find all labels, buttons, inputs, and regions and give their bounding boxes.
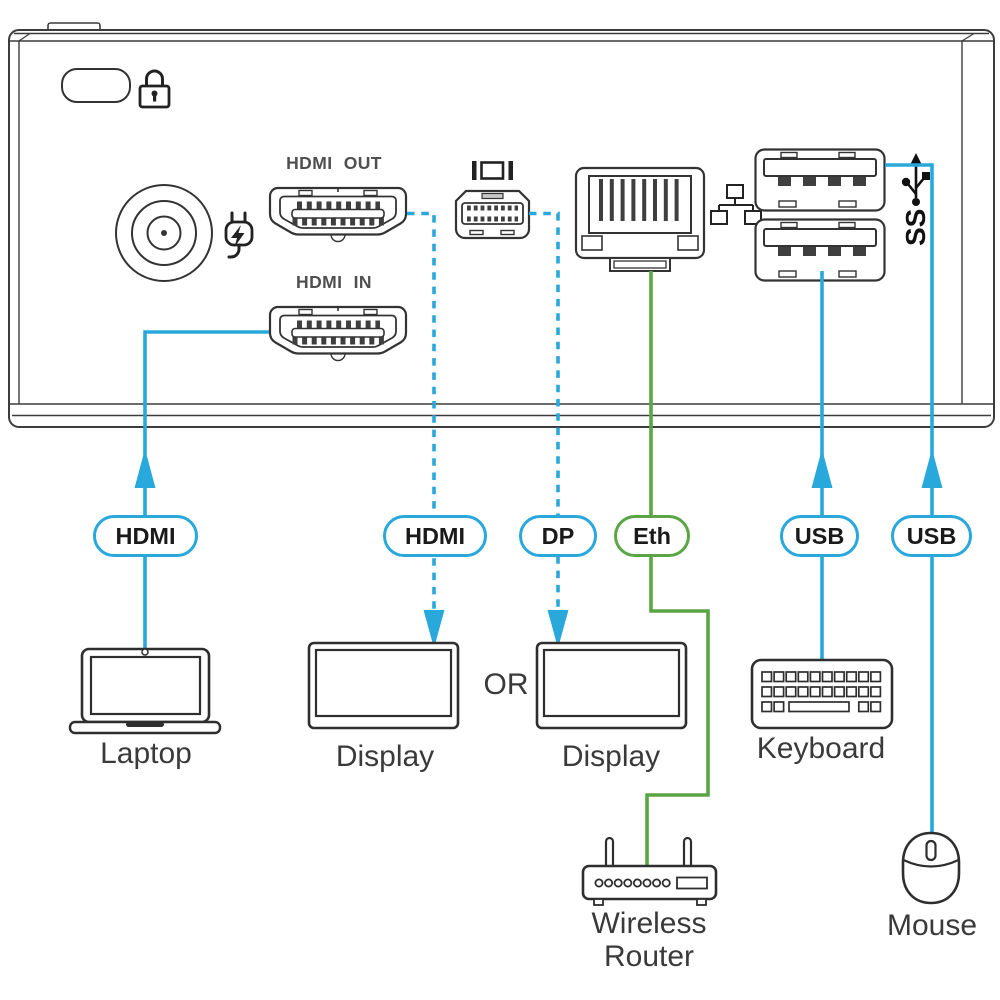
kensington-slot xyxy=(61,68,131,103)
arrow-up-usb-mouse xyxy=(921,449,943,488)
arrow-up-hdmi xyxy=(134,449,156,488)
laptop-icon xyxy=(68,647,222,735)
arrow-down-display-1 xyxy=(423,610,445,648)
cable-hdmi-display xyxy=(407,211,436,613)
usb-port-1 xyxy=(756,150,885,211)
ss-usb-icon: SS xyxy=(900,153,931,246)
display-icon-2 xyxy=(535,641,688,730)
display-icon-1 xyxy=(307,641,460,730)
arrow-down-display-2 xyxy=(547,610,569,648)
keyboard-icon xyxy=(750,658,894,730)
mouse-icon xyxy=(901,831,961,905)
cable-usb-mouse xyxy=(885,163,934,832)
arrow-up-usb-keyboard xyxy=(811,449,833,488)
keyboard-keys xyxy=(761,671,882,713)
usb-port-2 xyxy=(756,220,885,281)
network-icon xyxy=(710,184,762,225)
wireless-router-icon xyxy=(581,836,718,906)
ethernet-port xyxy=(574,166,706,272)
power-jack xyxy=(115,184,213,282)
mini-dp-port xyxy=(454,189,531,240)
cable-dp-display xyxy=(529,211,560,613)
power-plug-icon xyxy=(224,211,254,259)
lock-icon xyxy=(138,69,171,109)
monitor-icon xyxy=(472,161,513,180)
ss-usb-label: SS xyxy=(900,209,931,246)
